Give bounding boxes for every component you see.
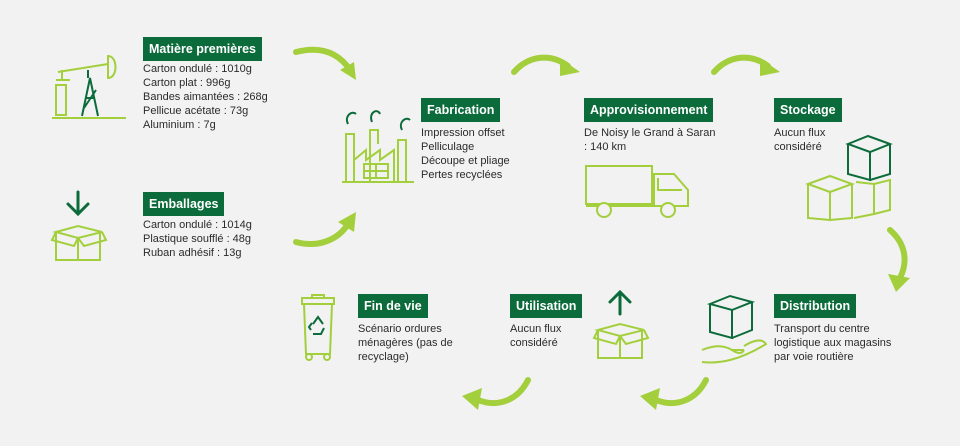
stage-text-utilisation: Aucun flux considéré [510,322,561,350]
stage-line: Aucun flux [774,127,826,139]
factory-icon [342,110,414,183]
stage-label-approvisionnement: Approvisionnement [584,98,714,122]
stage-line: Bandes aimantées : 268g [143,91,268,103]
stage-line: Scénario ordures [358,323,442,335]
stage-label-stockage: Stockage [774,98,842,122]
stage-label-utilisation: Utilisation [510,294,583,318]
stage-line: Aucun flux [510,323,562,335]
flow-arrow-icon [711,54,780,76]
stage-text-distribution: Transport du centre logistique aux magas… [774,322,891,364]
stage-line: ménagères (pas de [358,337,453,349]
flow-arrow-icon [887,227,910,292]
stage-text-stockage: Aucun flux considéré [774,126,825,154]
flow-arrow-icon [511,54,580,76]
stage-label-matiere: Matière premières [143,37,263,61]
stage-line: : 140 km [584,141,627,153]
truck-icon [585,165,689,218]
stage-text-fin-de-vie: Scénario ordures ménagères (pas de recyc… [358,322,453,364]
flow-arrow-icon [640,377,709,410]
stage-label-distribution: Distribution [774,294,857,318]
stage-line: Pellicue acétate : 73g [143,105,249,117]
stage-line: Carton ondulé : 1014g [143,219,252,231]
recycling-bin-icon [301,294,335,361]
stage-line: Pertes recyclées [421,169,503,181]
flow-arrow-icon [293,212,356,247]
stage-line: Aluminium : 7g [143,119,216,131]
stage-text-fabrication: Impression offset Pelliculage Découpe et… [421,126,510,182]
stage-text-emballages: Carton ondulé : 1014g Plastique soufflé … [143,218,252,260]
stage-label-fin-de-vie: Fin de vie [358,294,428,318]
box-up-arrow-icon [592,289,650,359]
flow-arrow-icon [293,46,356,80]
oil-pump-icon [52,54,126,119]
hand-box-icon [701,294,768,364]
stage-line: considéré [510,337,558,349]
stage-line: De Noisy le Grand à Saran [584,127,716,139]
box-down-arrow-icon [50,190,108,261]
stacked-boxes-icon [805,134,893,222]
stage-text-approvisionnement: De Noisy le Grand à Saran : 140 km [584,126,715,154]
stage-line: Transport du centre [774,323,870,335]
stage-line: logistique aux magasins [774,337,892,349]
stage-line: Pelliculage [421,141,475,153]
stage-line: Découpe et pliage [421,155,510,167]
stage-line: Carton plat : 996g [143,77,231,89]
stage-text-matiere: Carton ondulé : 1010g Carton plat : 996g… [143,62,268,132]
stage-label-emballages: Emballages [143,192,225,216]
stage-line: Impression offset [421,127,505,139]
flow-arrow-icon [462,377,531,410]
stage-line: Ruban adhésif : 13g [143,247,242,259]
stage-line: recyclage) [358,351,409,363]
stage-label-fabrication: Fabrication [421,98,501,122]
stage-line: considéré [774,141,822,153]
stage-line: par voie routière [774,351,854,363]
stage-line: Plastique soufflé : 48g [143,233,252,245]
stage-line: Carton ondulé : 1010g [143,63,252,75]
